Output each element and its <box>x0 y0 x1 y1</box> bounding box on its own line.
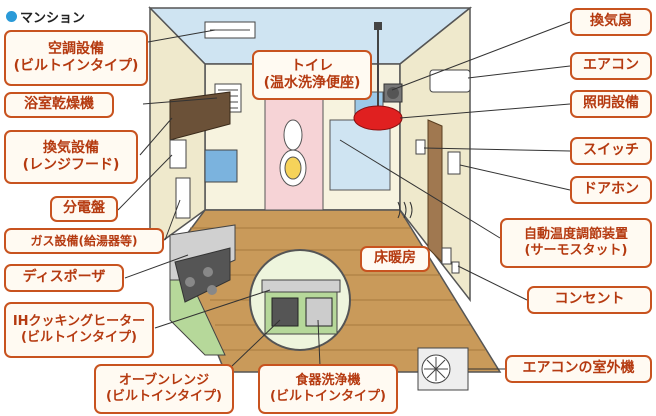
label-toilet-line2: (温水洗浄便座) <box>263 75 361 91</box>
page-title: マンション <box>6 7 85 26</box>
label-switch-text: スイッチ <box>583 142 639 159</box>
label-lighting: 照明設備 <box>570 90 652 118</box>
heat-waves <box>397 201 413 219</box>
thermostat-unit <box>441 247 452 265</box>
label-outdoor-unit: エアコンの室外機 <box>505 355 652 383</box>
range-hood <box>169 91 231 141</box>
label-bath-dryer: 浴室乾燥機 <box>4 92 114 118</box>
label-outlet: コンセント <box>527 286 652 314</box>
built-in-dishwasher <box>305 297 333 327</box>
label-vent-fan: 換気扇 <box>570 8 652 36</box>
label-vent-fan-text: 換気扇 <box>590 13 632 30</box>
sink-window <box>204 149 238 183</box>
label-air-conditioner-text: エアコン <box>583 57 639 74</box>
label-floor-heating: 床暖房 <box>360 246 430 272</box>
label-oven: オーブンレンジ (ビルトインタイプ) <box>94 364 234 414</box>
washroom <box>329 119 391 191</box>
label-range-hood-line1: 換気設備 <box>43 139 99 156</box>
label-ih: IHクッキングヒーター (ビルトインタイプ) <box>4 302 154 358</box>
label-range-hood: 換気設備 (レンジフード) <box>4 130 138 184</box>
label-breaker: 分電盤 <box>50 196 118 222</box>
label-dishwasher: 食器洗浄機 (ビルトインタイプ) <box>258 364 398 414</box>
label-gas-text: ガス設備(給湯器等) <box>30 233 138 248</box>
label-intercom: ドアホン <box>570 176 652 204</box>
label-ceiling-ac-line1: 空調設備 <box>48 40 104 57</box>
light-switch <box>415 139 426 155</box>
label-intercom-text: ドアホン <box>583 181 639 198</box>
label-toilet: トイレ (温水洗浄便座) <box>252 50 372 100</box>
label-oven-line1: オーブンレンジ <box>118 372 210 388</box>
label-dishwasher-line1: 食器洗浄機 <box>295 372 361 388</box>
water-heater-panel <box>175 177 191 219</box>
breaker-panel <box>169 139 187 169</box>
label-outlet-text: コンセント <box>554 291 625 308</box>
label-toilet-line1: トイレ <box>291 57 333 74</box>
label-gas: ガス設備(給湯器等) <box>4 228 164 254</box>
label-bath-dryer-text: 浴室乾燥機 <box>24 96 94 113</box>
label-ih-line2: (ビルトインタイプ) <box>21 330 137 345</box>
ih-cooktop <box>174 247 231 303</box>
label-air-conditioner: エアコン <box>570 52 652 80</box>
label-range-hood-line2: (レンジフード) <box>22 157 120 173</box>
label-thermostat: 自動温度調節装置 (サーモスタット) <box>500 218 652 268</box>
label-ceiling-ac-line2: (ビルトインタイプ) <box>13 58 139 74</box>
label-ceiling-ac: 空調設備 (ビルトインタイプ) <box>4 30 148 86</box>
wall-ac <box>429 69 471 93</box>
wall-outlet <box>451 261 460 274</box>
bullet-dot-icon <box>6 11 17 22</box>
label-ih-line1: IHクッキングヒーター <box>12 313 146 329</box>
label-outdoor-unit-text: エアコンの室外機 <box>522 360 635 377</box>
label-breaker-text: 分電盤 <box>63 200 105 217</box>
title-text: マンション <box>20 11 86 26</box>
label-floor-heating-text: 床暖房 <box>374 250 416 267</box>
leader-lines <box>117 21 571 370</box>
toilet-tank <box>283 119 303 151</box>
label-lighting-text: 照明設備 <box>583 95 639 112</box>
label-disposer-text: ディスポーザ <box>22 269 106 286</box>
door <box>427 119 443 264</box>
label-dishwasher-line2: (ビルトインタイプ) <box>270 389 386 404</box>
ceiling-lamp <box>353 105 403 131</box>
label-thermostat-line2: (サーモスタット) <box>524 243 628 258</box>
label-thermostat-line1: 自動温度調節装置 <box>523 226 628 242</box>
intercom-unit <box>447 151 461 175</box>
label-switch: スイッチ <box>570 137 652 165</box>
label-oven-line2: (ビルトインタイプ) <box>106 389 222 404</box>
label-disposer: ディスポーザ <box>4 264 124 292</box>
built-in-oven <box>271 297 299 327</box>
